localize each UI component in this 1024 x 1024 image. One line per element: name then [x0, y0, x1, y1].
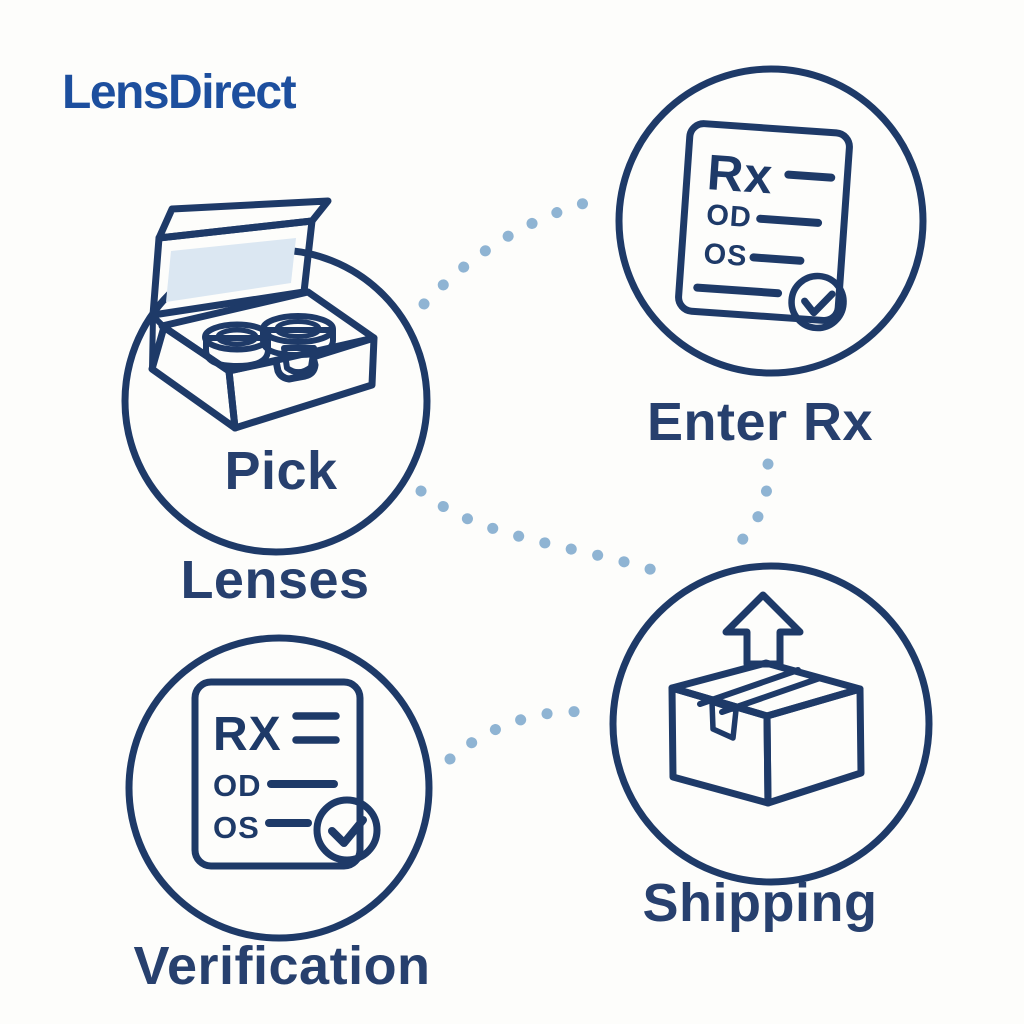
lens-pot-right-cup — [281, 345, 317, 376]
rx-document-sheet — [675, 120, 853, 324]
connector-pick-to-shipping — [415, 485, 659, 576]
arrow-up-icon — [722, 591, 804, 668]
verification-doc-title: RX — [213, 708, 282, 761]
box-lid-inner-panel — [166, 238, 296, 302]
rx-doc-od: OD — [705, 199, 753, 234]
verification-doc-od: OD — [213, 768, 262, 803]
lens-pot-right-rim — [260, 313, 336, 345]
verification-doc-os: OS — [213, 810, 260, 845]
rx-doc-check-badge — [788, 272, 847, 332]
connector-verification-to-shipping — [444, 706, 602, 765]
connector-enter-rx-to-shipping — [736, 458, 774, 546]
step-verification: RX OD OS Verification — [125, 634, 433, 996]
connector-pick-to-enter-rx — [418, 195, 598, 310]
shipping-label: Shipping — [643, 873, 878, 933]
lens-case-box-icon — [148, 197, 378, 432]
step-shipping: Shipping — [609, 562, 933, 933]
rx-doc-os: OS — [703, 238, 749, 273]
box-top-face — [668, 659, 864, 720]
verification-doc-sheet — [191, 678, 364, 870]
lens-pot-left-well — [215, 327, 259, 347]
enter-rx-circle — [615, 65, 927, 377]
verification-circle — [125, 634, 433, 942]
checkmark-icon — [328, 816, 367, 847]
box-tape — [709, 699, 739, 741]
checkmark-icon — [801, 290, 836, 317]
step-enter-rx: Rx OD OS Enter Rx — [615, 65, 927, 452]
verification-label: Verification — [133, 936, 430, 996]
rx-document-icon: Rx OD OS — [675, 120, 853, 332]
box-lid-flap — [155, 197, 332, 242]
lensdirect-logo: LensDirect — [62, 66, 297, 119]
rx-doc-line-4 — [693, 283, 783, 298]
rx-doc-line-1 — [784, 170, 836, 182]
lens-pot-left-body — [203, 335, 271, 369]
rx-doc-line-3 — [749, 253, 805, 265]
rx-document-verified-icon: RX OD OS — [191, 678, 381, 870]
verification-check-badge — [313, 796, 381, 864]
rx-doc-title: Rx — [705, 144, 775, 204]
lenses-label: Lenses — [180, 550, 369, 610]
enter-rx-label: Enter Rx — [647, 392, 873, 452]
lens-pot-right-well — [274, 319, 322, 339]
box-side-face — [763, 685, 865, 807]
shipping-box-icon — [668, 591, 865, 807]
pick-label: Pick — [224, 441, 338, 501]
rx-doc-line-2 — [756, 214, 823, 227]
step-pick-lenses: Pick Lenses — [121, 197, 431, 610]
lens-pot-right-body — [260, 327, 336, 358]
shipping-circle — [609, 562, 933, 886]
